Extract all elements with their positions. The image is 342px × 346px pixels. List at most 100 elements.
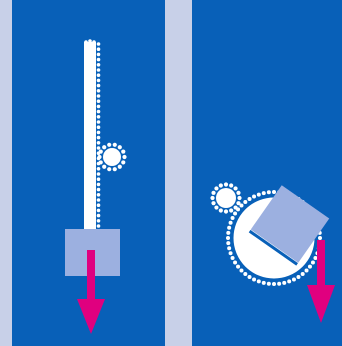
gear-tooth <box>272 190 276 194</box>
rack-tooth <box>97 198 101 202</box>
gear-tooth <box>211 201 215 205</box>
rack-tooth <box>97 209 101 213</box>
gear-tooth <box>257 193 261 197</box>
gear-tooth <box>97 155 101 159</box>
rack-tooth <box>97 110 101 114</box>
pinion-gear-body <box>103 148 121 166</box>
gear-tooth <box>214 186 218 190</box>
rack-tooth <box>97 79 101 83</box>
rack-tooth <box>97 99 101 103</box>
gear-tooth <box>243 200 247 204</box>
gear-tooth <box>229 208 233 212</box>
gear-tooth <box>224 209 228 213</box>
rack-tooth <box>97 94 101 98</box>
gear-tooth <box>224 182 228 186</box>
rack-tooth <box>97 84 101 88</box>
gear-tooth <box>282 281 286 285</box>
gear-tooth <box>248 197 252 201</box>
gear-tooth <box>107 143 111 147</box>
gear-tooth <box>287 279 291 283</box>
gear-tooth <box>121 149 125 153</box>
gear-tooth <box>318 236 322 240</box>
gear-tooth <box>243 272 247 276</box>
rack-tooth <box>97 120 101 124</box>
rack-tooth <box>97 58 101 62</box>
gear-tooth <box>219 208 223 212</box>
gear-tooth <box>231 256 235 260</box>
gear-tooth <box>267 190 271 194</box>
gear-tooth <box>113 143 117 147</box>
gear-tooth <box>118 165 122 169</box>
rack-tooth <box>97 146 101 150</box>
rack-tooth <box>97 172 101 176</box>
gear-tooth <box>257 279 261 283</box>
gear-tooth <box>99 160 103 164</box>
left-panel <box>12 0 165 346</box>
rack-tooth <box>97 188 101 192</box>
rack-tooth <box>97 53 101 57</box>
rack-tooth <box>97 89 101 93</box>
gear-tooth <box>252 195 256 199</box>
gear-tooth <box>113 167 117 171</box>
rack-tooth <box>97 203 101 207</box>
gear-tooth <box>239 269 243 273</box>
gear-tooth <box>236 207 240 211</box>
gear-tooth <box>267 282 271 286</box>
gear-tooth <box>239 203 243 207</box>
rack-tooth <box>97 136 101 140</box>
gear-tooth <box>229 221 233 225</box>
small-gear-body <box>216 188 236 208</box>
gear-tooth <box>313 256 317 260</box>
gear-tooth <box>236 265 240 269</box>
gear-tooth <box>305 269 309 273</box>
gear-tooth <box>262 281 266 285</box>
gear-tooth <box>118 145 122 149</box>
gear-tooth <box>210 196 214 200</box>
gear-tooth <box>296 275 300 279</box>
gear-tooth <box>226 236 230 240</box>
gear-tooth <box>237 196 241 200</box>
rack-tooth <box>92 40 96 44</box>
gear-tooth <box>233 186 237 190</box>
gear-tooth <box>236 191 240 195</box>
rack-tooth <box>97 42 101 46</box>
gear-tooth <box>102 145 106 149</box>
rack-tooth <box>97 125 101 129</box>
rack-tooth <box>97 177 101 181</box>
rack-tooth <box>97 214 101 218</box>
rack-tooth <box>97 183 101 187</box>
gear-tooth <box>227 246 231 250</box>
gear-tooth <box>311 260 315 264</box>
rack-bar <box>84 42 96 230</box>
gear-tooth <box>308 265 312 269</box>
gear-tooth <box>227 226 231 230</box>
rack-tooth <box>84 40 88 44</box>
rack-tooth <box>97 167 101 171</box>
rack-tooth <box>97 131 101 135</box>
gear-tooth <box>211 191 215 195</box>
gear-tooth <box>229 183 233 187</box>
gear-tooth <box>102 165 106 169</box>
gear-tooth <box>226 241 230 245</box>
gear-tooth <box>277 282 281 286</box>
rack-tooth <box>97 141 101 145</box>
gear-tooth <box>231 216 235 220</box>
gear-tooth <box>99 149 103 153</box>
rack-tooth <box>97 224 101 228</box>
rack-tooth <box>97 63 101 67</box>
gear-tooth <box>233 212 237 216</box>
rack-tooth <box>97 115 101 119</box>
gear-tooth <box>233 260 237 264</box>
rack-tooth <box>97 105 101 109</box>
gear-tooth <box>226 231 230 235</box>
right-panel <box>192 0 342 346</box>
gear-tooth <box>214 205 218 209</box>
gear-tooth <box>121 160 125 164</box>
arrow-shaft <box>87 250 95 304</box>
gear-tooth <box>272 282 276 286</box>
gear-tooth <box>248 275 252 279</box>
arrow-shaft <box>317 240 325 290</box>
rack-tooth <box>88 39 92 43</box>
gear-tooth <box>301 272 305 276</box>
